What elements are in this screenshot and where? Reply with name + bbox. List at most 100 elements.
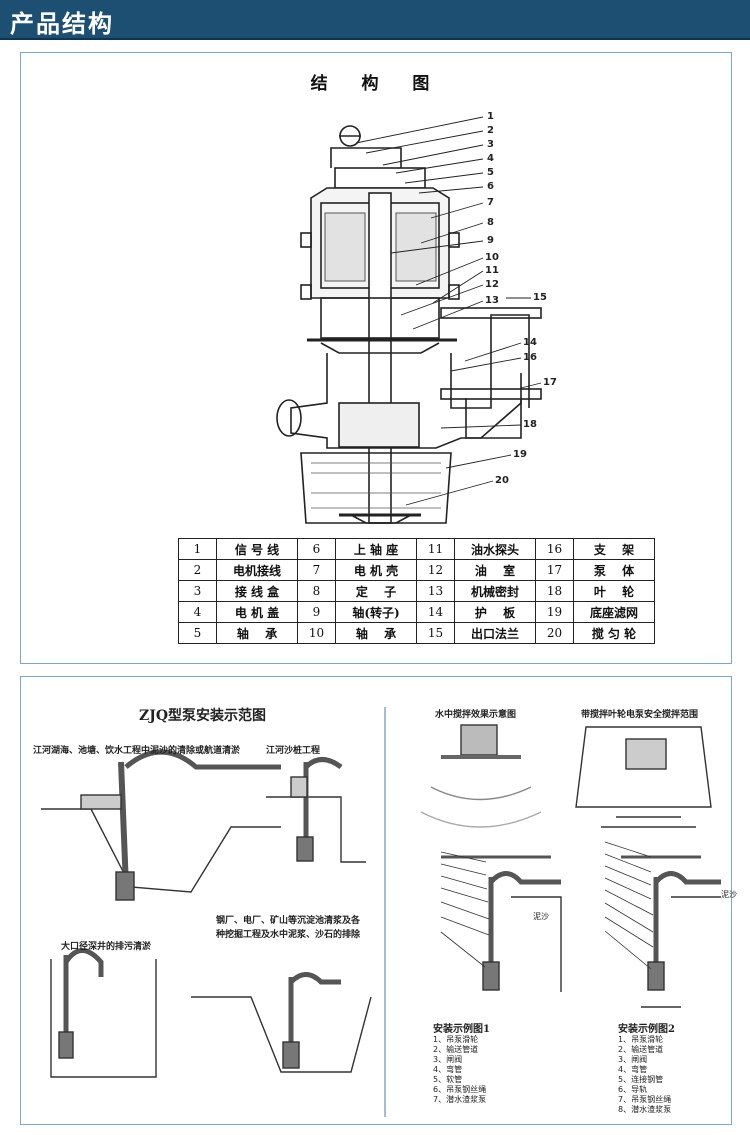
callout-19: 19 [513,449,527,460]
part-number: 14 [416,601,455,623]
structure-title: 结 构 图 [310,74,444,94]
example1-item: 6、吊泵钢丝绳 [433,1085,487,1094]
part-name: 搅 匀 轮 [573,622,655,644]
callout-1: 1 [487,111,494,122]
callout-15: 15 [533,292,547,303]
scene3-caption: 大口径深井的排污清淤 [61,942,152,952]
part-number: 11 [416,538,455,560]
part-name: 出口法兰 [454,622,536,644]
callout-6: 6 [487,181,494,192]
scene4-caption-line2: 种挖掘工程及水中泥浆、沙石的排除 [216,930,361,940]
part-number: 4 [178,601,217,623]
part-name: 护 板 [454,601,536,623]
callout-4: 4 [487,153,494,164]
part-number: 18 [535,580,574,602]
callout-3: 3 [487,139,494,150]
example2-item: 3、闸阀 [618,1055,648,1064]
example2-item: 2、输送管道 [618,1045,664,1054]
part-number: 12 [416,559,455,581]
installation-panel: ZJQ型泵安装示范图 [20,676,737,1125]
part-number: 5 [178,622,217,644]
callout-18: 18 [523,419,537,430]
example1-legend: 1、吊泵滑轮 2、输送管道 3、闸阀 4、弯管 5、软管 6、吊泵钢丝绳 7、潜… [433,1035,486,1105]
scene1-caption: 江河湖海、池塘、饮水工程中泥沙的清除或航道清淤 [33,746,241,756]
installation-drawings [41,707,721,1117]
part-number: 19 [535,601,574,623]
mud-label-2: 泥沙 [721,890,737,899]
callout-20: 20 [495,475,509,486]
installation-main-title: ZJQ型泵安装示范图 [139,708,267,724]
callout-16: 16 [523,352,537,363]
scene4-caption-line1: 钢厂、电厂、矿山等沉淀池清浆及各 [216,916,361,926]
callout-12: 12 [485,279,499,290]
part-name: 泵 体 [573,559,655,581]
part-number: 17 [535,559,574,581]
example1-item: 4、弯管 [433,1065,463,1074]
section-header: 产品结构 [0,0,750,40]
part-number: 10 [297,622,336,644]
part-name: 信 号 线 [216,538,298,560]
part-name: 电机接线 [216,559,298,581]
part-name: 接 线 盒 [216,580,298,602]
scene6-caption: 带搅拌叶轮电泵安全搅拌范围 [581,710,699,720]
part-number: 1 [178,538,217,560]
part-number: 13 [416,580,455,602]
part-number: 7 [297,559,336,581]
part-name: 定 子 [335,580,417,602]
example1-title: 安装示例图1 [433,1024,490,1035]
part-name: 轴(转子) [335,601,417,623]
callout-10: 10 [485,252,499,263]
part-number: 9 [297,601,336,623]
callout-17: 17 [543,377,557,388]
example1-item: 3、闸阀 [433,1055,463,1064]
part-number: 15 [416,622,455,644]
mud-label-1: 泥沙 [533,912,549,921]
part-name: 轴 承 [216,622,298,644]
callout-14: 14 [523,337,537,348]
part-name: 油水探头 [454,538,536,560]
scene2-caption: 江河沙桩工程 [266,746,321,756]
section-title: 产品结构 [10,10,114,38]
example2-item: 4、弯管 [618,1065,648,1074]
example1-item: 1、吊泵滑轮 [433,1035,479,1044]
callout-8: 8 [487,217,494,228]
callout-9: 9 [487,235,494,246]
callout-5: 5 [487,167,494,178]
callout-7: 7 [487,197,494,208]
part-name: 上 轴 座 [335,538,417,560]
part-number: 20 [535,622,574,644]
part-name: 支 架 [573,538,655,560]
part-name: 机械密封 [454,580,536,602]
part-name: 油 室 [454,559,536,581]
pump-cross-section [276,116,542,524]
part-name: 底座滤网 [573,601,655,623]
example2-title: 安装示例图2 [618,1024,675,1035]
part-name: 电 机 盖 [216,601,298,623]
example1-item: 5、软管 [433,1075,463,1084]
part-name: 电 机 壳 [335,559,417,581]
part-number: 8 [297,580,336,602]
part-name: 叶 轮 [573,580,655,602]
part-number: 3 [178,580,217,602]
example1-item: 2、输送管道 [433,1045,479,1054]
callout-11: 11 [485,265,499,276]
part-number: 16 [535,538,574,560]
example2-item: 7、吊泵钢丝绳 [618,1095,672,1104]
example2-item: 8、潜水渣浆泵 [618,1105,672,1114]
part-name: 轴 承 [335,622,417,644]
part-number: 2 [178,559,217,581]
example1-item: 7、潜水渣浆泵 [433,1095,487,1104]
example2-item: 5、连接钢管 [618,1075,664,1084]
callout-2: 2 [487,125,494,136]
example2-item: 1、吊泵滑轮 [618,1035,664,1044]
callout-13: 13 [485,295,499,306]
example2-legend: 1、吊泵滑轮 2、输送管道 3、闸阀 4、弯管 5、连接钢管 6、导轨 7、吊泵… [618,1035,671,1115]
example2-item: 6、导轨 [618,1085,648,1094]
part-number: 6 [297,538,336,560]
